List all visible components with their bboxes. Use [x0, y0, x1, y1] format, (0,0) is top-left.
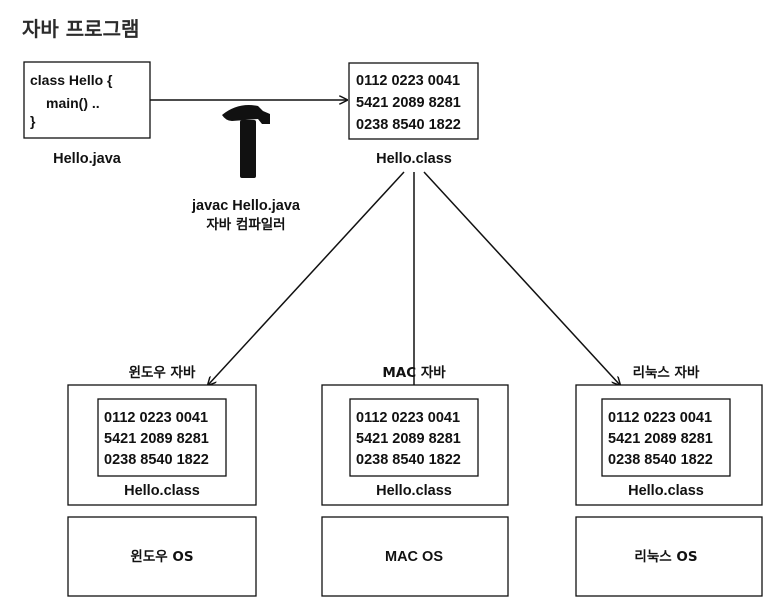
windows-bytecode-line-3: 0238 8540 1822	[104, 452, 209, 468]
bytecode-line-2: 5421 2089 8281	[356, 95, 461, 111]
mac-bytecode-line-1: 0112 0223 0041	[356, 410, 460, 426]
platform-linux: 리눅스 자바 0112 0223 0041 5421 2089 8281 023…	[575, 365, 763, 597]
linux-bytecode-line-1: 0112 0223 0041	[608, 410, 712, 426]
compiler-command: javac Hello.java	[191, 198, 301, 214]
bytecode-line-1: 0112 0223 0041	[356, 73, 460, 89]
mac-class-box	[349, 398, 479, 477]
compiler-caption: 자바 컴파일러	[206, 217, 285, 233]
source-code-line-2: main() ..	[46, 95, 100, 111]
linux-os-label: 리눅스 OS	[634, 549, 697, 565]
mac-class-filename: Hello.class	[376, 483, 452, 499]
platform-windows: 윈도우 자바 0112 0223 0041 5421 2089 8281 023…	[67, 365, 257, 597]
platform-mac: MAC 자바 0112 0223 0041 5421 2089 8281 023…	[321, 365, 509, 597]
linux-bytecode-line-3: 0238 8540 1822	[608, 452, 713, 468]
mac-os-box	[321, 516, 509, 597]
windows-bytecode-line-2: 5421 2089 8281	[104, 431, 209, 447]
arrow-to-linux-java	[423, 171, 620, 385]
bytecode-line-3: 0238 8540 1822	[356, 117, 461, 133]
bytecode-filename: Hello.class	[376, 151, 452, 167]
source-filename: Hello.java	[53, 151, 122, 167]
linux-os-box	[575, 516, 763, 597]
mac-bytecode-line-3: 0238 8540 1822	[356, 452, 461, 468]
linux-class-box	[601, 398, 731, 477]
page-title: 자바 프로그램	[22, 17, 139, 41]
bytecode-box: 0112 0223 0041 5421 2089 8281 0238 8540 …	[348, 62, 479, 140]
mac-os-label: MAC OS	[385, 549, 443, 565]
source-code-box: class Hello { main() .. }	[23, 61, 151, 139]
mac-java-label: MAC 자바	[382, 365, 446, 381]
mac-bytecode-line-2: 5421 2089 8281	[356, 431, 461, 447]
arrow-to-windows-java	[208, 171, 405, 385]
windows-java-label: 윈도우 자바	[129, 365, 196, 381]
hammer-icon	[222, 105, 270, 178]
windows-class-filename: Hello.class	[124, 483, 200, 499]
linux-java-label: 리눅스 자바	[633, 365, 700, 381]
source-code-line-1: class Hello {	[30, 72, 113, 88]
source-code-line-3: }	[30, 113, 36, 129]
linux-class-filename: Hello.class	[628, 483, 704, 499]
windows-class-box	[97, 398, 227, 477]
windows-os-box	[67, 516, 257, 597]
linux-bytecode-line-2: 5421 2089 8281	[608, 431, 713, 447]
windows-bytecode-line-1: 0112 0223 0041	[104, 410, 208, 426]
windows-os-label: 윈도우 OS	[130, 549, 193, 565]
